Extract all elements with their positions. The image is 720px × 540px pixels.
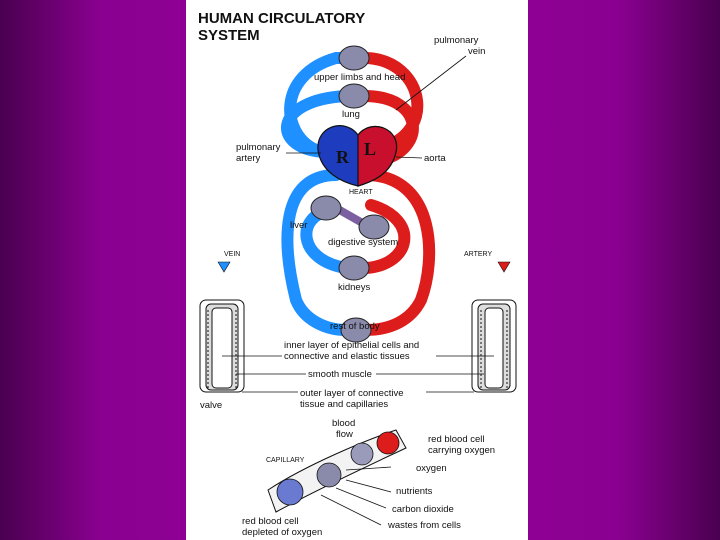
capillary-liver — [310, 195, 342, 221]
rest-of-body-label: rest of body — [330, 321, 380, 332]
capillary-upper-limbs — [338, 45, 370, 71]
rbc-intermediate-2 — [316, 462, 342, 488]
aorta-pointer — [395, 156, 423, 159]
artery-cross-section — [471, 299, 517, 393]
capillary-rest-of-body — [340, 317, 372, 343]
wastes-label: wastes from cells — [387, 520, 461, 531]
capillary-kidneys — [338, 255, 370, 281]
kidneys-label: kidneys — [338, 282, 370, 293]
artery-lower-loop — [360, 169, 436, 336]
rbc-oxygen-label-1: red blood cell — [428, 434, 485, 445]
pulmonary-artery-label-1: pulmonary — [236, 142, 281, 153]
valve-label: valve — [200, 400, 222, 411]
artery-label: ARTERY — [464, 251, 492, 258]
nutrients-label: nutrients — [396, 486, 433, 497]
capillary-beds — [310, 45, 390, 343]
aorta-label: aorta — [424, 153, 446, 164]
rbc-oxygen-label-2: carrying oxygen — [428, 445, 495, 456]
inner-layer-label-2: connective and elastic tissues — [284, 351, 410, 362]
vein-cross-section — [199, 299, 245, 393]
diagram-title-line2: SYSTEM — [198, 27, 260, 44]
blood-flow-label-1: blood — [332, 418, 355, 429]
vein-flow-arrow — [217, 261, 231, 273]
heart-label: HEART — [349, 189, 373, 196]
pulmonary-artery-loop — [281, 90, 352, 158]
rbc-oxygenated-1 — [376, 431, 400, 455]
rbc-depleted-label-1: red blood cell — [242, 516, 299, 527]
pulmonary-vein-label-2: vein — [468, 46, 485, 57]
heart-left-label: L — [364, 139, 376, 159]
upper-limbs-label: upper limbs and head — [314, 72, 405, 83]
liver-label: liver — [290, 220, 307, 231]
rbc-depleted-label-2: depleted of oxygen — [242, 527, 322, 538]
digestive-label: digestive system — [328, 237, 398, 248]
vein-lower-loop — [281, 169, 352, 336]
heart-right-label: R — [336, 147, 350, 167]
inner-layer-label-1: inner layer of epithelial cells and — [284, 340, 419, 351]
rbc-intermediate-1 — [350, 442, 374, 466]
exchange-arrows — [320, 466, 392, 526]
outer-layer-label-1: outer layer of connective — [300, 388, 404, 399]
rbc-depleted — [276, 478, 304, 506]
capillary-label: CAPILLARY — [266, 457, 305, 464]
carbon-dioxide-label: carbon dioxide — [392, 504, 454, 515]
circulatory-diagram: HUMAN CIRCULATORY SYSTEM R L — [198, 10, 517, 538]
heart: R L — [317, 125, 398, 187]
lung-label: lung — [342, 109, 360, 120]
artery-flow-arrow — [497, 261, 511, 273]
smooth-muscle-label: smooth muscle — [308, 369, 372, 380]
pulmonary-artery-label-2: artery — [236, 153, 261, 164]
capillary-detail — [267, 429, 407, 526]
outer-layer-label-2: tissue and capillaries — [300, 399, 388, 410]
blood-flow-label-2: flow — [336, 429, 353, 440]
artery-kidney-branch — [360, 199, 411, 274]
capillary-digestive — [358, 214, 390, 240]
oxygen-label: oxygen — [416, 463, 447, 474]
diagram-sheet: HUMAN CIRCULATORY SYSTEM R L — [186, 0, 528, 540]
diagram-title-line1: HUMAN CIRCULATORY — [198, 10, 365, 27]
pulmonary-vein-pointer — [395, 55, 467, 111]
vein-label: VEIN — [224, 251, 240, 258]
pulmonary-vein-label-1: pulmonary — [434, 35, 479, 46]
capillary-lung — [338, 83, 370, 109]
